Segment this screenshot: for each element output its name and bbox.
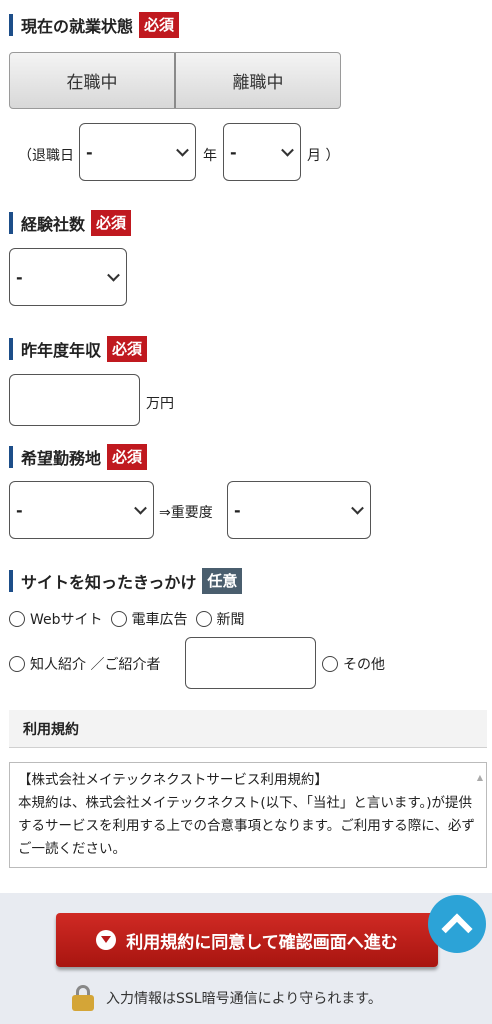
income-title: 昨年度年収 xyxy=(21,341,102,360)
radio-newspaper-label: 新聞 xyxy=(216,612,245,628)
retire-year-select[interactable]: - xyxy=(79,123,196,181)
priority-label: ⇒重要度 xyxy=(159,505,213,521)
location-title: 希望勤務地 xyxy=(21,449,102,468)
terms-line1: 【株式会社メイテックネクストサービス利用規約】 xyxy=(18,772,328,788)
companies-value: - xyxy=(16,267,23,287)
source-options-row: Webサイト 電車広告 新聞 xyxy=(9,609,245,629)
heading-accent-bar xyxy=(9,446,13,468)
required-badge: 必須 xyxy=(107,336,148,362)
ssl-note: 入力情報はSSL暗号通信により守られます。 xyxy=(72,985,382,1011)
location-value: - xyxy=(16,500,23,520)
heading-accent-bar xyxy=(9,212,13,234)
required-badge: 必須 xyxy=(139,12,180,38)
companies-title: 経験社数 xyxy=(21,215,86,234)
employment-heading: 現在の就業状態 必須 xyxy=(9,10,180,40)
agree-confirm-button[interactable]: 利用規約に同意して確認画面へ進む xyxy=(56,913,438,967)
chevron-down-icon xyxy=(351,501,364,515)
retire-month-value: - xyxy=(230,142,237,162)
radio-web-label: Webサイト xyxy=(30,612,103,628)
retire-date-label: （退職日 xyxy=(18,148,74,164)
unemployed-option[interactable]: 離職中 xyxy=(174,53,340,108)
referrer-input[interactable] xyxy=(185,637,316,689)
other-row: その他 xyxy=(322,654,385,674)
heading-accent-bar xyxy=(9,338,13,360)
agree-confirm-label: 利用規約に同意して確認画面へ進む xyxy=(126,932,398,953)
retire-year-value: - xyxy=(86,142,93,162)
location-select[interactable]: - xyxy=(9,481,154,539)
chevron-up-icon xyxy=(441,913,473,945)
employment-title: 現在の就業状態 xyxy=(21,17,134,36)
radio-newspaper[interactable] xyxy=(195,611,212,627)
chevron-down-icon xyxy=(281,143,294,157)
terms-textbox[interactable]: ▲ 【株式会社メイテックネクストサービス利用規約】 本規約は、株式会社メイテック… xyxy=(9,762,487,868)
radio-train-ad-label: 電車広告 xyxy=(131,612,188,628)
source-heading: サイトを知ったきっかけ 任意 xyxy=(9,566,243,596)
scroll-to-top-button[interactable] xyxy=(428,895,486,953)
radio-other-label: その他 xyxy=(343,657,385,673)
optional-badge: 任意 xyxy=(202,568,243,594)
lock-icon xyxy=(72,985,94,1011)
income-unit-label: 万円 xyxy=(146,396,174,412)
required-badge: 必須 xyxy=(91,210,132,236)
radio-train-ad[interactable] xyxy=(110,611,127,627)
heading-accent-bar xyxy=(9,570,13,592)
priority-value: - xyxy=(234,500,241,520)
ssl-note-text: 入力情報はSSL暗号通信により守られます。 xyxy=(106,991,382,1007)
radio-other[interactable] xyxy=(322,656,338,672)
source-title: サイトを知ったきっかけ xyxy=(21,573,197,592)
priority-select[interactable]: - xyxy=(227,481,371,539)
referral-row: 知人紹介 ／ご紹介者 xyxy=(9,654,160,674)
employed-option[interactable]: 在職中 xyxy=(66,73,118,93)
scroll-up-icon[interactable]: ▲ xyxy=(476,773,483,782)
location-heading: 希望勤務地 必須 xyxy=(9,442,148,472)
income-heading: 昨年度年収 必須 xyxy=(9,334,148,364)
circle-arrow-down-icon xyxy=(96,930,117,950)
terms-header-label: 利用規約 xyxy=(23,721,79,738)
employment-status-toggle[interactable]: 在職中 離職中 xyxy=(9,52,341,109)
companies-heading: 経験社数 必須 xyxy=(9,208,132,238)
companies-select[interactable]: - xyxy=(9,248,127,306)
income-input[interactable] xyxy=(9,374,140,426)
chevron-down-icon xyxy=(107,268,120,282)
terms-body: 本規約は、株式会社メイテックネクスト(以下、「当社」と言います。)が提供するサー… xyxy=(18,795,475,857)
required-badge: 必須 xyxy=(107,444,148,470)
heading-accent-bar xyxy=(9,14,13,36)
retire-month-select[interactable]: - xyxy=(223,123,301,181)
chevron-down-icon xyxy=(134,501,147,515)
radio-referral[interactable] xyxy=(9,656,25,672)
radio-referral-label: 知人紹介 ／ご紹介者 xyxy=(30,657,161,673)
chevron-down-icon xyxy=(176,143,189,157)
month-unit-label: 月 ） xyxy=(307,148,340,164)
footer-bar: 利用規約に同意して確認画面へ進む 入力情報はSSL暗号通信により守られます。 xyxy=(0,893,492,1024)
radio-web[interactable] xyxy=(9,611,25,627)
year-unit-label: 年 xyxy=(203,148,217,164)
terms-header: 利用規約 xyxy=(9,710,487,748)
